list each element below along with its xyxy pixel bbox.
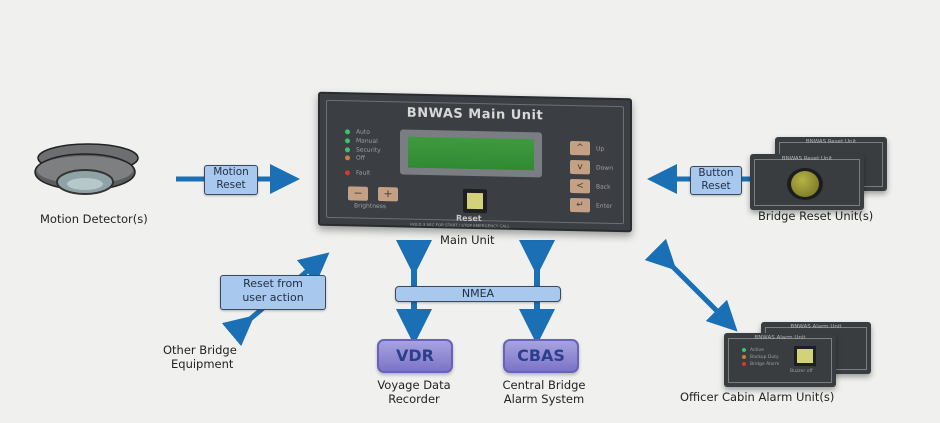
led-icon [345,138,350,144]
arrow-cabin-alarm [644,238,738,332]
enter-icon: ↵ [576,200,584,211]
cbas-caption: Central Bridge Alarm System [502,378,586,406]
bridge-reset-unit-front: BNWAS Reset Unit [750,154,864,210]
cabin-alarm-indicators: Active Backup Duty Bridge Alarm [742,347,779,368]
chevron-left-icon: < [576,181,584,192]
button-reset-line2: Reset [701,180,731,192]
button-reset-line1: Button [698,167,734,179]
brightness-minus-button[interactable]: − [348,186,368,201]
button-reset-label: Button Reset [690,166,742,195]
reset-user-action-line1: Reset from [243,277,303,290]
motion-reset-label: Motion Reset [204,165,258,195]
led-icon [742,361,746,366]
cabin-alarm-unit-front: BNWAS Alarm Unit Active Backup Duty Brid… [724,333,836,387]
bridge-reset-panel-title: BNWAS Reset Unit [781,156,833,162]
main-unit-caption: Main Unit [440,233,495,247]
lcd-display [400,129,542,178]
indicator-auto: Auto [345,128,370,137]
cbas-box: CBAS [503,339,579,373]
reset-from-user-action-label: Reset from user action [220,275,326,310]
motion-reset-line2: Reset [216,179,246,191]
reset-hint: HOLD 3 SEC FOR START / STOP EMERGENCY CA… [410,221,510,229]
down-label: Down [596,164,614,172]
up-label: Up [596,145,605,153]
cabin-alarm-caption: Officer Cabin Alarm Unit(s) [680,390,835,404]
chevron-up-icon: ^ [576,143,584,154]
motion-detector-caption: Motion Detector(s) [40,212,148,226]
indicator-manual: Manual [345,137,378,146]
led-icon [345,170,350,176]
led-icon [345,129,350,135]
enter-label: Enter [596,202,613,210]
reset-button[interactable] [463,188,487,214]
buzzer-off-label: Buzzer off [790,369,813,374]
bridge-reset-caption: Bridge Reset Unit(s) [758,209,874,223]
indicator-off: Off [345,154,365,162]
reset-push-button[interactable] [791,171,819,197]
brightness-label: Brightness [354,202,386,211]
main-unit-panel: BNWAS Main Unit Auto Manual Security Off… [318,91,632,233]
led-icon [345,147,350,153]
indicator-fault: Fault [345,169,370,178]
buzzer-off-button[interactable] [794,346,816,366]
cabin-alarm-panel-title: BNWAS Alarm Unit [754,335,806,341]
back-button[interactable]: < [570,178,590,194]
nmea-bus: NMEA [395,286,561,302]
reset-user-action-line2: user action [242,291,304,304]
motion-detector-icon [34,143,139,195]
other-bridge-equipment-caption: Other Bridge Equipment [163,343,237,371]
vdr-box: VDR [377,339,453,373]
lcd-screen [408,136,534,171]
led-icon [742,347,746,352]
led-icon [345,155,350,161]
enter-button[interactable]: ↵ [570,197,590,213]
up-button[interactable]: ^ [570,140,590,156]
led-icon [742,354,746,359]
chevron-down-icon: v [577,162,583,173]
motion-reset-line1: Motion [213,166,249,178]
back-label: Back [596,183,611,191]
brightness-plus-button[interactable]: + [378,186,398,202]
vdr-caption: Voyage Data Recorder [377,378,451,406]
down-button[interactable]: v [570,159,590,175]
